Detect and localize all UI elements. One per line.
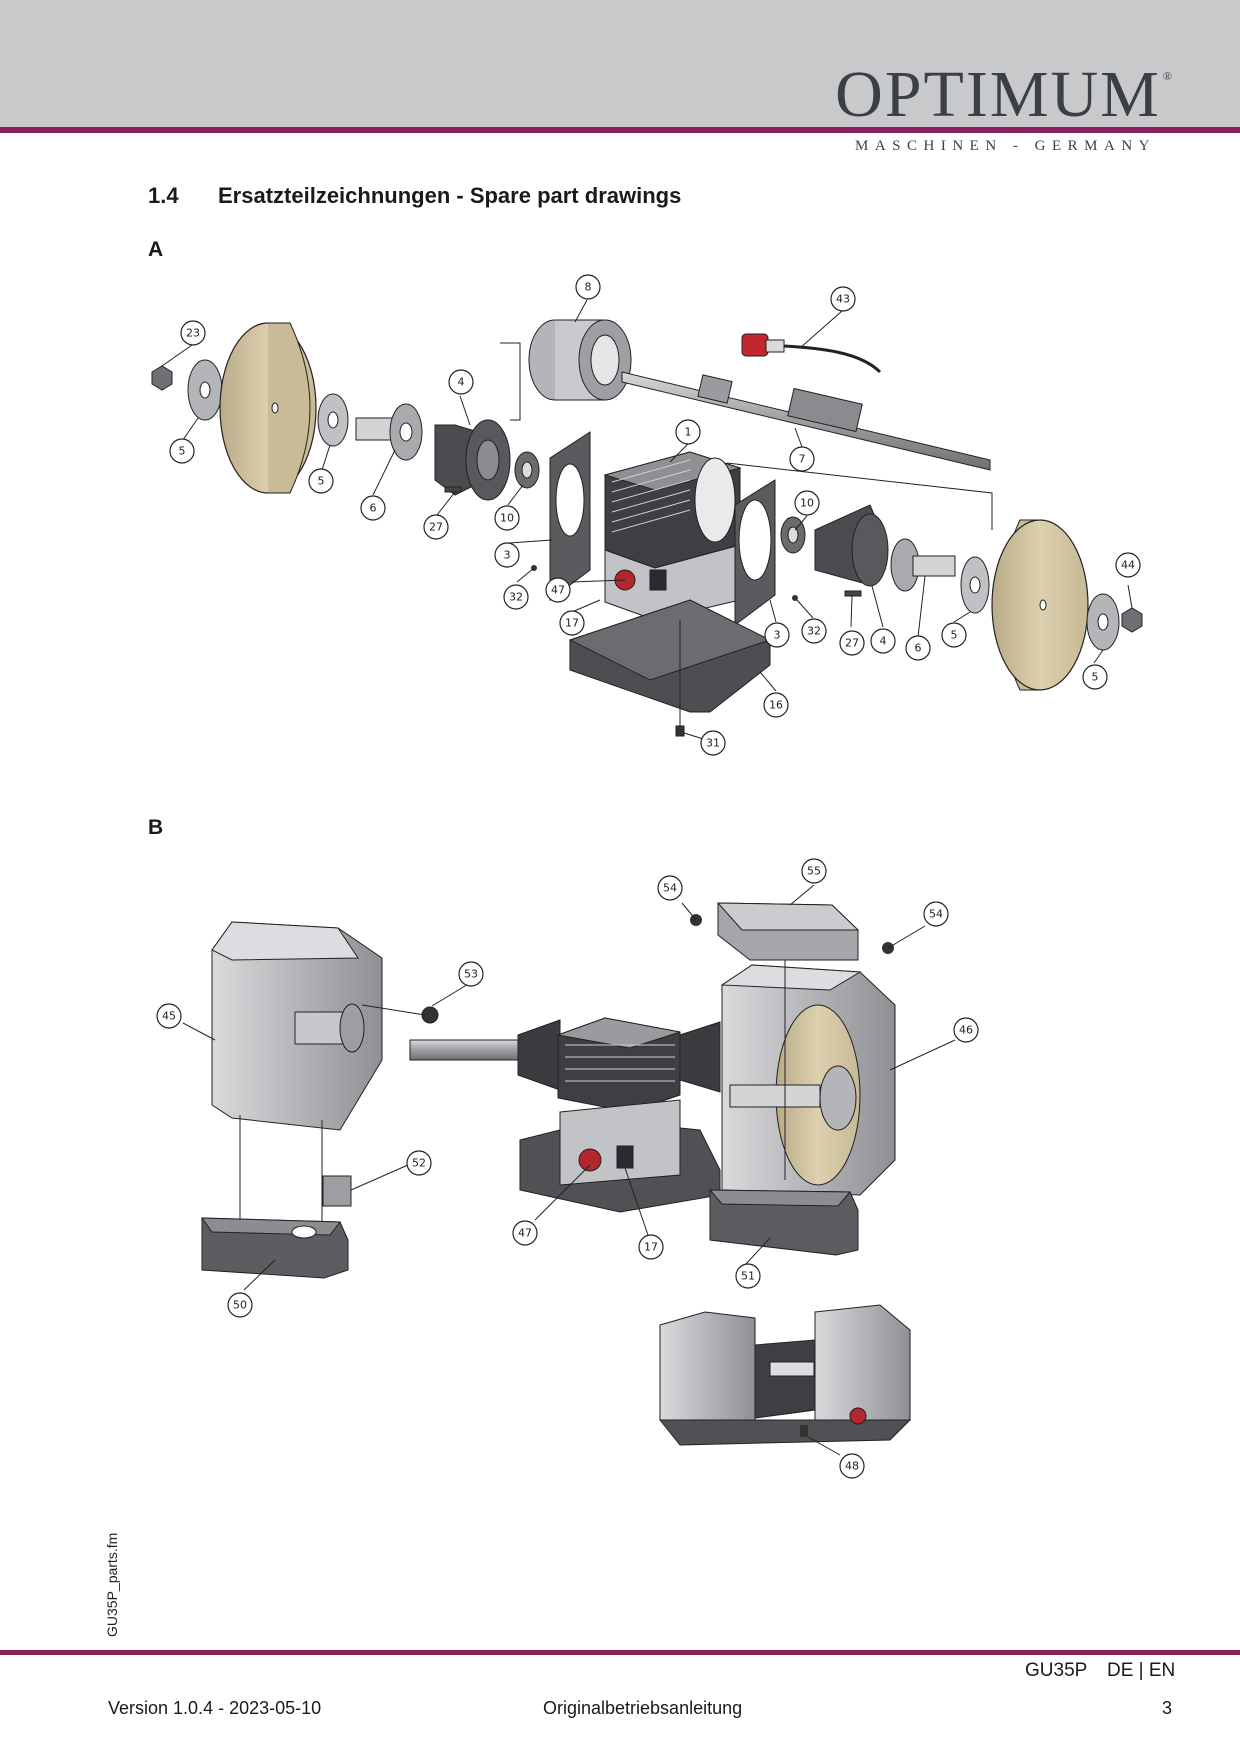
- callout-b-53: 53: [458, 961, 484, 987]
- callout-a-5-right: 5: [941, 622, 967, 648]
- svg-text:44: 44: [1121, 559, 1135, 572]
- callout-a-7: 7: [789, 446, 815, 472]
- svg-text:23: 23: [186, 327, 200, 340]
- svg-text:27: 27: [845, 637, 859, 650]
- svg-text:17: 17: [565, 617, 579, 630]
- svg-text:4: 4: [458, 376, 465, 389]
- callout-a-43: 43: [830, 286, 856, 312]
- callout-b-47: 47: [512, 1220, 538, 1246]
- svg-text:5: 5: [951, 629, 958, 642]
- svg-text:7: 7: [799, 453, 806, 466]
- svg-text:54: 54: [663, 882, 677, 895]
- footer-languages: DE | EN: [1107, 1660, 1176, 1681]
- callout-b-17: 17: [638, 1234, 664, 1260]
- callout-a-31: 31: [700, 730, 726, 756]
- callout-b-48: 48: [839, 1453, 865, 1479]
- svg-text:6: 6: [915, 642, 922, 655]
- section-title: Ersatzteilzeichnungen - Spare part drawi…: [218, 183, 682, 208]
- svg-text:53: 53: [464, 968, 478, 981]
- section-heading: 1.4 Ersatzteilzeichnungen - Spare part dr…: [148, 183, 681, 209]
- figure-a-callouts: 23 5 5 8 4 6 27 10 3 32 47 17 1 43 7 10 …: [169, 274, 1141, 756]
- callout-a-32-right: 32: [801, 618, 827, 644]
- svg-text:16: 16: [769, 699, 783, 712]
- svg-text:6: 6: [370, 502, 377, 515]
- svg-text:31: 31: [706, 737, 720, 750]
- footer-rule: [0, 1650, 1240, 1655]
- callout-a-1: 1: [675, 419, 701, 445]
- header-rule: [0, 127, 1240, 133]
- svg-text:32: 32: [807, 625, 821, 638]
- footer-version: Version 1.0.4 - 2023-05-10: [108, 1698, 322, 1718]
- callout-a-47: 47: [545, 577, 571, 603]
- svg-text:4: 4: [880, 635, 887, 648]
- callout-a-4-left: 4: [448, 369, 474, 395]
- footer-document-title: Originalbetriebsanleitung: [543, 1698, 743, 1718]
- callout-a-6-left: 6: [360, 495, 386, 521]
- section-number: 1.4: [148, 183, 179, 208]
- callout-a-4-right: 4: [870, 628, 896, 654]
- header-band: [0, 0, 1240, 127]
- callout-a-10-left: 10: [494, 505, 520, 531]
- svg-text:51: 51: [741, 1270, 755, 1283]
- svg-text:48: 48: [845, 1460, 859, 1473]
- callout-b-54-left: 54: [657, 875, 683, 901]
- svg-text:1: 1: [685, 426, 692, 439]
- svg-text:27: 27: [429, 521, 443, 534]
- svg-text:5: 5: [1092, 671, 1099, 684]
- callout-b-50: 50: [227, 1292, 253, 1318]
- source-file-label: GU35P_parts.fm: [104, 1532, 120, 1637]
- svg-text:55: 55: [807, 865, 821, 878]
- callout-b-46: 46: [953, 1017, 979, 1043]
- callout-b-51: 51: [735, 1263, 761, 1289]
- brand-logo: OPTIMUM®: [835, 58, 1174, 131]
- svg-text:3: 3: [504, 549, 511, 562]
- callout-a-5-second: 5: [308, 468, 334, 494]
- svg-text:17: 17: [644, 1241, 658, 1254]
- figure-a-parts: [151, 319, 1143, 737]
- svg-text:54: 54: [929, 908, 943, 921]
- callout-b-55: 55: [801, 858, 827, 884]
- callout-a-27-right: 27: [839, 630, 865, 656]
- brand-tagline: MASCHINEN - GERMANY: [854, 138, 1156, 154]
- callout-a-6-right: 6: [905, 635, 931, 661]
- callout-a-5-far-right: 5: [1082, 664, 1108, 690]
- figure-label-a: A: [148, 238, 164, 261]
- svg-text:32: 32: [509, 591, 523, 604]
- callout-a-17: 17: [559, 610, 585, 636]
- svg-text:43: 43: [836, 293, 850, 306]
- callout-a-23: 23: [180, 320, 206, 346]
- callout-a-32-left: 32: [503, 584, 529, 610]
- callout-a-44: 44: [1115, 552, 1141, 578]
- svg-text:10: 10: [500, 512, 514, 525]
- svg-text:8: 8: [585, 281, 592, 294]
- callout-a-10-right: 10: [794, 490, 820, 516]
- svg-text:5: 5: [179, 445, 186, 458]
- figure-label-b: B: [148, 816, 164, 839]
- svg-text:10: 10: [800, 497, 814, 510]
- figure-b-callouts: 54 55 54 53 45 46 52 47 17 51 50 48: [156, 858, 979, 1479]
- page-number: 3: [1162, 1698, 1173, 1718]
- figure-b-parts: [201, 902, 912, 1446]
- callout-leaders: [161, 299, 1133, 1456]
- callout-b-54-right: 54: [923, 901, 949, 927]
- callout-a-27-left: 27: [423, 514, 449, 540]
- svg-text:47: 47: [551, 584, 565, 597]
- callout-a-5-left: 5: [169, 438, 195, 464]
- svg-text:46: 46: [959, 1024, 973, 1037]
- svg-text:52: 52: [412, 1157, 426, 1170]
- svg-text:5: 5: [318, 475, 325, 488]
- callout-b-45: 45: [156, 1003, 182, 1029]
- svg-text:45: 45: [162, 1010, 176, 1023]
- callout-a-3-left: 3: [494, 542, 520, 568]
- svg-text:3: 3: [774, 629, 781, 642]
- svg-text:47: 47: [518, 1227, 532, 1240]
- callout-a-16: 16: [763, 692, 789, 718]
- svg-text:50: 50: [233, 1299, 247, 1312]
- callout-a-3-right: 3: [764, 622, 790, 648]
- callout-b-52: 52: [406, 1150, 432, 1176]
- footer-model: GU35P: [1025, 1660, 1088, 1681]
- callout-a-8: 8: [575, 274, 601, 300]
